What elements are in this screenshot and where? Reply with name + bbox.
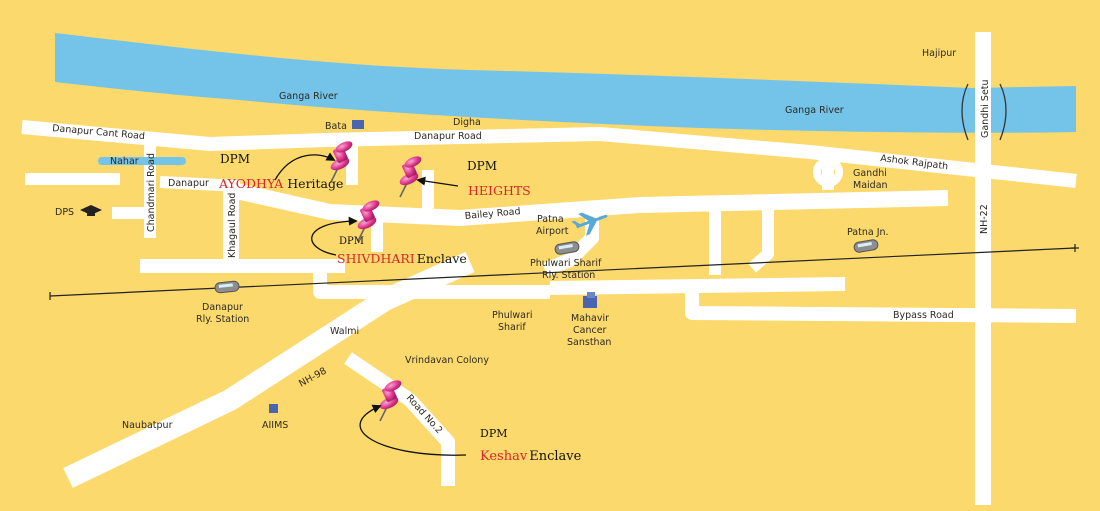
bypass-road: [685, 288, 1077, 323]
bailey-road-label: Bailey Road: [464, 206, 521, 222]
gandhi-maidan-label-line1: Gandhi: [853, 168, 887, 179]
shivdhari-project-name: SHIVDHARI: [337, 251, 415, 266]
nh22-label: NH-22: [979, 204, 990, 234]
bata-label: Bata: [325, 121, 347, 132]
mahavir-cancer-label-line2: Cancer: [573, 325, 607, 336]
phulwari-sharif-label-line2: Sharif: [498, 322, 526, 333]
heights-project-name: HEIGHTS: [468, 183, 531, 198]
gandhi-setu-left-bracket: [961, 83, 969, 141]
vrindavan-colony-label: Vrindavan Colony: [405, 355, 489, 366]
naubatpur-label: Naubatpur: [122, 420, 173, 431]
digha-label: Digha: [453, 117, 481, 128]
mahavir-cancer-label-line1: Mahavir: [571, 313, 609, 324]
shivdhari-arrow: [311, 216, 358, 256]
ayodhya-project-name: AYODHYA: [218, 176, 284, 191]
graduation-cap-icon: [80, 205, 102, 216]
keshav-arrow: [359, 404, 467, 456]
ganga-river-label-left: Ganga River: [279, 91, 338, 102]
patna-jn-label: Patna Jn.: [847, 227, 889, 238]
heights-developer-label: DPM: [467, 159, 497, 173]
keshav-project-name: Keshav: [480, 449, 528, 464]
heights-arrow: [416, 176, 459, 187]
danapur-station-label-line2: Rly. Station: [196, 314, 249, 325]
gandhi-setu-right-bracket: [999, 83, 1007, 141]
chandmari-road-label: Chandmari Road: [146, 153, 157, 232]
walmi-label: Walmi: [330, 326, 359, 337]
nahar-canal: [98, 157, 186, 165]
hajipur-label: Hajipur: [922, 48, 956, 59]
keshav-developer-label: DPM: [480, 427, 507, 440]
phulwari-station-label-line2: Rly. Station: [542, 270, 595, 281]
ayodhya-arrow: [274, 152, 336, 181]
danapur-station-train-icon: [214, 280, 240, 294]
bailey-road: [230, 182, 949, 226]
ayodhya-developer-label: DPM: [220, 152, 250, 166]
mahavir-cancer-label-line3: Sansthan: [567, 337, 611, 348]
keshav-project-suffix: Enclave: [529, 449, 581, 464]
ayodhya-project-suffix: Heritage: [287, 176, 343, 191]
danapur-station-label-line1: Danapur: [202, 302, 243, 313]
aiims-label: AIIMS: [262, 420, 288, 431]
nahar-label: Nahar: [110, 156, 139, 167]
phulwari-station-label-line1: Phulwari Sharif: [530, 258, 602, 269]
dps-label: DPS: [55, 207, 74, 218]
ganga-river-label-right: Ganga River: [785, 105, 844, 116]
shivdhari-developer-label: DPM: [339, 236, 364, 247]
bypass-connector: [549, 277, 846, 295]
road-no2: [344, 352, 455, 486]
phulwari-sharif-label-line1: Phulwari: [492, 310, 533, 321]
gandhi-maidan-roundabout: [813, 157, 843, 187]
hospital-icon: [583, 292, 597, 308]
shivdhari-project-suffix: Enclave: [417, 251, 467, 266]
patna-airport-label-line1: Patna: [537, 214, 564, 225]
danapur-label: Danapur: [168, 178, 209, 189]
gandhi-maidan-label-line2: Maidan: [853, 180, 888, 191]
nh98-road: [63, 251, 475, 488]
ganga-river: [55, 33, 1076, 133]
bypass-road-label: Bypass Road: [893, 310, 954, 321]
bata-icon: [352, 120, 364, 129]
phulwari-road: [313, 266, 550, 299]
khagaul-road-label: Khagaul Road: [227, 193, 238, 258]
airplane-icon: [571, 212, 608, 236]
danapur-cant-road: [21, 120, 1077, 188]
danapur-branch-road: [159, 176, 241, 192]
aiims-icon: [269, 404, 278, 413]
gandhi-setu-label: Gandhi Setu: [980, 79, 991, 138]
patna-airport-label-line2: Airport: [536, 226, 569, 237]
danapur-road-label: Danapur Road: [414, 131, 482, 142]
